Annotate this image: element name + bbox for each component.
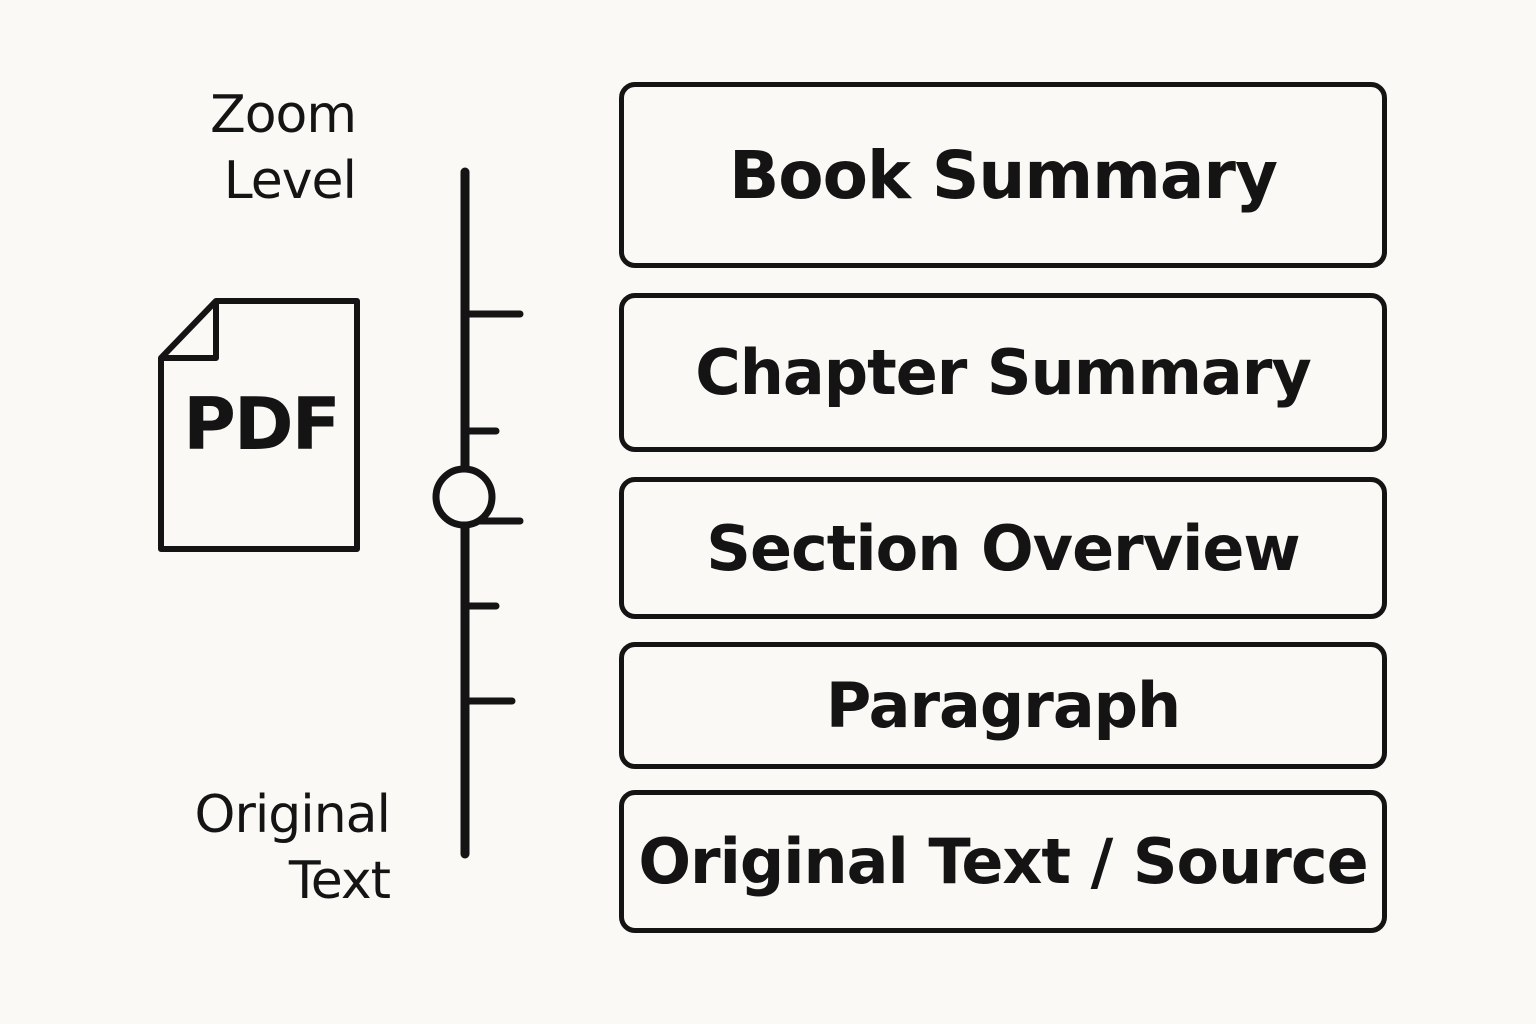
zoom-level-label-line-1: Zoom (210, 85, 357, 145)
level-chapter-summary[interactable]: Chapter Summary (619, 293, 1387, 452)
level-paragraph[interactable]: Paragraph (619, 642, 1387, 769)
original-text-label-line-1: Original (194, 785, 391, 845)
level-original-text-source[interactable]: Original Text / Source (619, 790, 1387, 933)
level-book-summary[interactable]: Book Summary (619, 82, 1387, 268)
zoom-level-label: Zoom Level (160, 82, 357, 214)
level-section-overview[interactable]: Section Overview (619, 477, 1387, 619)
slider-handle[interactable] (432, 465, 496, 529)
zoom-level-label-line-2: Level (223, 151, 357, 211)
pdf-file-icon (158, 298, 360, 552)
original-text-label: Original Text (140, 782, 391, 914)
pdf-icon-label: PDF (183, 382, 341, 466)
original-text-label-line-2: Text (288, 851, 391, 911)
zoom-slider[interactable] (432, 167, 524, 859)
